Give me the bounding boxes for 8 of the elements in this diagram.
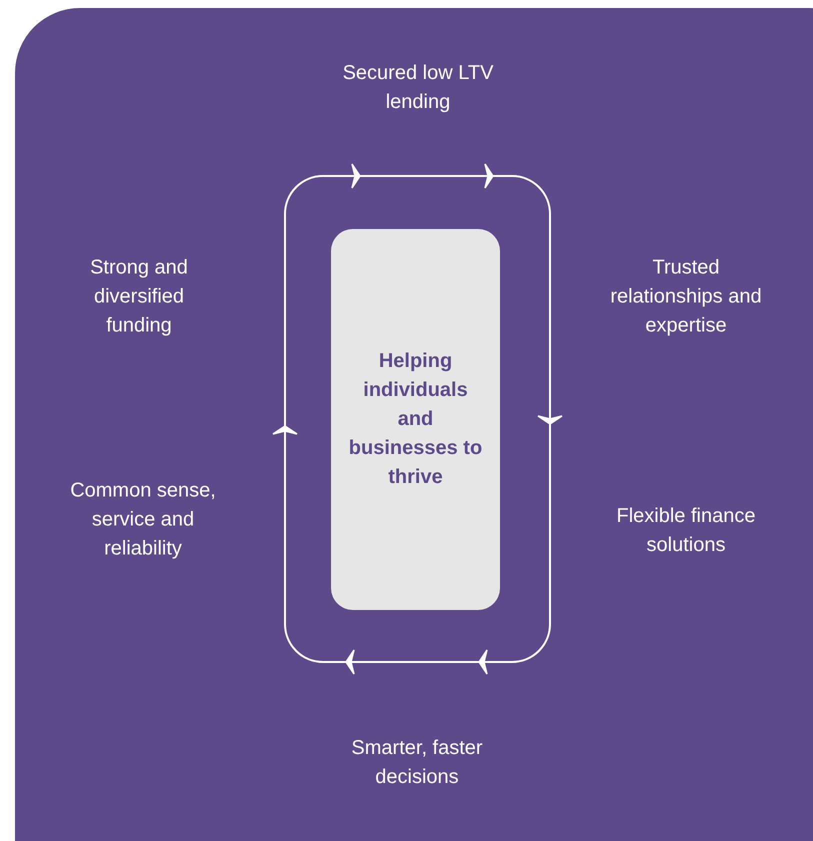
center-box <box>331 229 500 610</box>
center-text: Helping individuals and businesses to thrive <box>348 349 484 490</box>
pillar-label: Flexible finance solutions <box>616 504 756 558</box>
pillar-label: Secured low LTV lending <box>342 61 494 115</box>
pillar-label: Strong and diversified funding <box>89 256 189 338</box>
pillar-label: Trusted relationships and expertise <box>609 256 763 338</box>
pillar-label: Smarter, faster decisions <box>350 736 484 790</box>
pillar-label: Common sense, service and reliability <box>69 478 217 562</box>
